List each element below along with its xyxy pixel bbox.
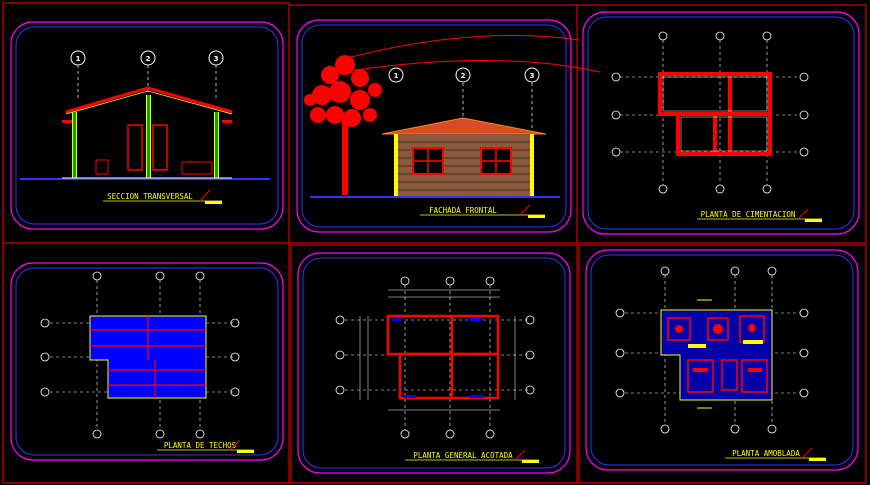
sheet-title-acotada: PLANTA GENERAL ACOTADA — [413, 451, 513, 460]
axis-label-3: 3 — [530, 72, 535, 80]
furnished-plan: PLANTA AMOBLADA — [615, 266, 826, 461]
sheet-title-amoblada: PLANTA AMOBLADA — [732, 449, 800, 458]
roof-plan: PLANTA DE TECHOS — [40, 271, 254, 453]
axis-bubble — [208, 50, 224, 66]
sheet-title-seccion: SECCION TRANSVERSAL — [107, 192, 193, 201]
tree — [304, 55, 382, 195]
sheet-title-cimentacion: PLANTA DE CIMENTACION — [701, 210, 796, 219]
panel-frames — [10, 11, 860, 474]
axis-label-1: 1 — [394, 72, 399, 80]
axis-label-2: 2 — [461, 72, 466, 80]
axis-label-2: 2 — [146, 55, 151, 63]
sheet-title-techos: PLANTA DE TECHOS — [164, 441, 237, 450]
facade-drawing: 1 2 3 FACHADA FRONTAL — [304, 35, 601, 218]
axis-label-3: 3 — [214, 55, 219, 63]
sheet-title-fachada: FACHADA FRONTAL — [429, 206, 497, 215]
section-drawing: 1 2 3 SECCION TRANSVERSAL — [20, 50, 270, 204]
foundation-plan: PLANTA DE CIMENTACION — [611, 31, 822, 222]
axis-label-1: 1 — [76, 55, 81, 63]
axis-bubble — [140, 50, 156, 66]
axis-bubble — [70, 50, 86, 66]
dimensioned-plan: PLANTA GENERAL ACOTADA — [335, 276, 539, 463]
